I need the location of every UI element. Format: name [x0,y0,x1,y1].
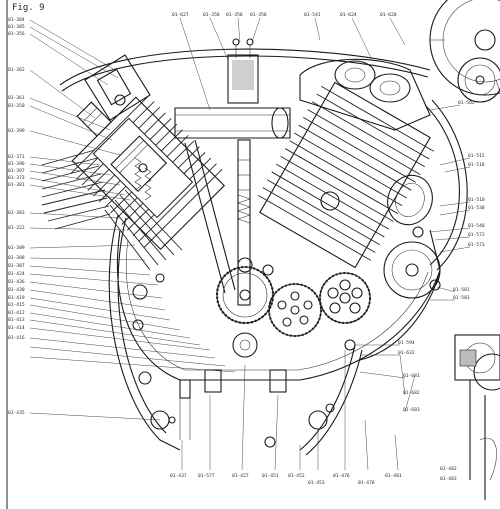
part-label: 01-399 [8,128,25,134]
top-part-labels: 01-627 01-358 01-358 01-358 01-541 01-62… [172,12,397,18]
gearbox-fragment [454,334,500,500]
front-cylinder-head [299,58,431,131]
part-label: 01-452 [288,473,305,479]
rear-cylinder-fins-lower [104,189,183,271]
carburettor [174,38,291,306]
part-label: 01-620 [380,12,397,18]
part-label: 01-389 [8,245,25,251]
part-label: 01-478 [358,480,375,486]
left-part-labels: 01-384 01-385 01-356 01-362 01-361 01-35… [8,17,25,416]
figure-mark: Fig. 9 [12,3,45,13]
part-label: 01-453 [308,480,325,486]
part-label: 01-482 [440,466,457,472]
part-label: 01-572 [468,232,485,238]
part-label: 01-437 [170,473,187,479]
part-label: 01-583 [453,295,470,301]
part-label: 01-548 [468,223,485,229]
part-label: 01-515 [468,153,485,159]
part-label: 01-412 [8,310,25,316]
front-exhaust-port [387,174,433,226]
part-label: 01-358 [203,12,220,18]
part-label: 01-627 [172,12,189,18]
part-label: 01-358 [250,12,267,18]
part-label: 01-396 [8,161,25,167]
part-label: 01-384 [8,17,25,23]
rear-exhaust-fins [41,149,111,230]
part-label: 01-502 [458,100,475,106]
part-label: 01-594 [398,340,415,346]
part-label: 01-371 [8,154,25,160]
part-label: 01-362 [8,67,25,73]
part-label: 01-383 [8,210,25,216]
rear-valve-cover [84,54,151,121]
timing-cover-top [457,57,500,103]
part-label: 01-424 [8,271,25,277]
part-label: 01-322 [8,225,25,231]
part-label: 01-430 [8,287,25,293]
part-label: 01-358 [226,12,243,18]
part-label: 01-541 [304,12,321,18]
leader-lines [29,17,471,471]
front-cylinder [257,81,435,269]
part-label: 01-356 [8,31,25,37]
part-label: 01-361 [8,95,25,101]
part-label: 01-373 [8,175,25,181]
part-label: 01-385 [8,24,25,30]
part-label: 01-350 [8,103,25,109]
part-label: 01-427 [232,473,249,479]
part-label: 01-436 [8,279,25,285]
part-label: 01-387 [8,263,25,269]
part-label: 01-530 [468,205,485,211]
part-label: 01-381 [8,182,25,188]
part-label: 01-483 [440,476,457,482]
part-label: 01-682 [403,390,420,396]
engine-body [41,0,500,500]
part-label: 01-581 [453,287,470,293]
part-label: 01-414 [8,325,25,331]
part-label: 01-415 [8,302,25,308]
part-label: 01-510 [468,197,485,203]
part-label: 01-451 [262,473,279,479]
part-label: 01-476 [333,473,350,479]
part-label: 01-419 [8,295,25,301]
part-label: 01-632 [398,350,415,356]
oil-pump-gear [232,332,258,358]
part-label: 01-624 [340,12,357,18]
rear-cylinder [70,95,226,251]
right-part-labels: 01-502 01-515 01-518 01-510 01-530 01-54… [398,100,485,413]
part-label: 01-416 [8,335,25,341]
part-label: 01-573 [468,242,485,248]
part-label: 01-388 [8,255,25,261]
part-label: 01-681 [403,373,420,379]
part-label: 01-481 [385,473,402,479]
part-label: 01-683 [403,407,420,413]
bottom-part-labels: 01-437 01-577 01-427 01-451 01-452 01-45… [170,466,457,486]
crankcase [117,226,441,448]
part-label: 01-518 [468,162,485,168]
part-label: 01-577 [198,473,215,479]
part-label: 01-413 [8,317,25,323]
part-label: 01-397 [8,168,25,174]
part-label: 01-435 [8,410,25,416]
